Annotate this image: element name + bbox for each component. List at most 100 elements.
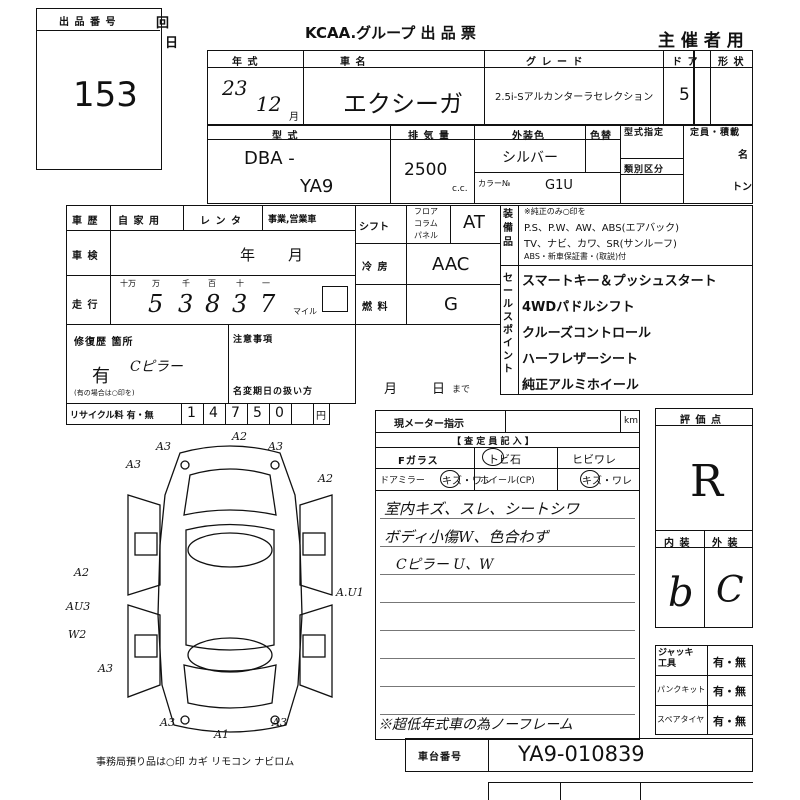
glass-divider bbox=[474, 447, 475, 490]
damage-mark-2: A2 bbox=[232, 430, 247, 443]
puncture-label: パンクキット bbox=[657, 685, 706, 694]
color-value: シルバー bbox=[502, 150, 558, 166]
mileage-digit-1: 5 bbox=[148, 290, 164, 318]
month-unit: 月 bbox=[289, 112, 299, 123]
recycle-div4 bbox=[269, 403, 270, 425]
repair-label: 修復歴 箇所 bbox=[74, 337, 134, 348]
color-type-divider bbox=[620, 124, 621, 204]
remark-line-6 bbox=[380, 658, 635, 659]
model-prefix: DBA - bbox=[244, 148, 295, 169]
lot-number: 153 bbox=[73, 75, 138, 115]
kit-box bbox=[655, 645, 753, 735]
recycle-label: リサイクル料 有・無 bbox=[70, 411, 154, 421]
recycle-div3 bbox=[247, 403, 248, 425]
history-opt-private: 自 家 用 bbox=[118, 216, 160, 227]
equipment-side-label: 装 備 品 bbox=[503, 209, 513, 248]
shift-line bbox=[355, 243, 501, 244]
meter-divider bbox=[505, 410, 506, 432]
model-label: 型 式 bbox=[272, 131, 299, 142]
inspection-line bbox=[66, 275, 356, 276]
name-label: 車 名 bbox=[340, 57, 367, 68]
history-opt-divider2 bbox=[262, 205, 263, 230]
ac-label: 冷 房 bbox=[362, 262, 389, 273]
jack-opts: 有・無 bbox=[713, 656, 746, 669]
cc-value: 2500 bbox=[404, 160, 448, 180]
spare-label: スペアタイヤ bbox=[657, 715, 705, 724]
shift-label: シフト bbox=[359, 222, 389, 233]
jack-label: ジャッキ工具 bbox=[658, 648, 694, 669]
wheel-opts: キズ・ワレ bbox=[582, 476, 632, 487]
grade-sub-divider bbox=[704, 530, 705, 628]
repair-value: 有 bbox=[92, 366, 110, 387]
equipment-line2: P.S、P.W、AW、ABS(エアバック) bbox=[524, 223, 679, 234]
fuel-value: G bbox=[444, 294, 458, 315]
exterior-label: 外 装 bbox=[712, 538, 739, 549]
puncture-opts: 有・無 bbox=[713, 685, 746, 698]
day-mark: 日 bbox=[165, 36, 179, 51]
history-opt-divider1 bbox=[183, 205, 184, 230]
damage-mark-1: A3 bbox=[156, 440, 171, 453]
expiry-month: 月 bbox=[384, 382, 398, 397]
mileage-unit-1k: 千 bbox=[182, 279, 190, 288]
round-mark: 回 bbox=[156, 16, 170, 31]
mirror-line bbox=[375, 490, 640, 491]
shape-label: 形 状 bbox=[718, 57, 745, 68]
inspection-month: 月 bbox=[288, 246, 304, 264]
year-col bbox=[208, 51, 304, 125]
meter-unit-divider bbox=[620, 410, 621, 432]
year-value: 23 bbox=[222, 76, 248, 100]
inspection-label: 車 検 bbox=[72, 251, 99, 262]
damage-mark-11: A3 bbox=[160, 716, 175, 729]
cc-color-divider bbox=[474, 124, 475, 204]
damage-mark-6: A2 bbox=[74, 566, 89, 579]
inspection-year: 年 bbox=[240, 246, 256, 264]
chassis-label: 車台番号 bbox=[418, 752, 462, 763]
section-line bbox=[375, 447, 640, 448]
damage-mark-7: AU3 bbox=[66, 600, 91, 613]
glass-chip-circle bbox=[482, 448, 504, 466]
shift-opt-column: コラム bbox=[414, 219, 438, 228]
mid-label-divider bbox=[406, 205, 407, 325]
kit-line-2 bbox=[655, 705, 753, 706]
history-line bbox=[66, 230, 356, 231]
grade-title: 評 価 点 bbox=[680, 415, 722, 426]
notes-label: 注意事項 bbox=[233, 335, 274, 345]
sales-point-5: 純正アルミホイール bbox=[522, 378, 639, 393]
sales-side-label: セールスポイント bbox=[503, 273, 513, 375]
remark-line-7 bbox=[380, 686, 635, 687]
bottom-divider-1 bbox=[488, 782, 489, 800]
doors-label: ド ア bbox=[672, 57, 699, 68]
history-opt-rental: レ ン タ bbox=[200, 216, 242, 227]
mileage-unit-10: 十 bbox=[236, 279, 244, 288]
inspector-block bbox=[375, 410, 640, 740]
recycle-div5 bbox=[291, 403, 292, 425]
chassis-box bbox=[405, 738, 753, 772]
remark-line-8 bbox=[380, 714, 635, 715]
grade-value: 2.5i-Sアルカンターラセレクション bbox=[495, 92, 654, 103]
recycle-div2 bbox=[225, 403, 226, 425]
lot-label: 出 品 番 号 bbox=[59, 17, 117, 28]
doors-value: 5 bbox=[679, 85, 690, 105]
color-change-divider bbox=[585, 124, 586, 172]
damage-mark-10: A.U1 bbox=[336, 586, 364, 599]
month-value: 12 bbox=[256, 92, 282, 116]
mileage-unit-100k: 十万 bbox=[120, 279, 136, 288]
equipment-line1: ※純正のみ○印を bbox=[524, 207, 586, 216]
car-damage-diagram bbox=[127, 445, 333, 733]
chassis-divider bbox=[488, 738, 489, 772]
mileage-label: 走 行 bbox=[72, 300, 99, 311]
recycle-digit-4: 5 bbox=[253, 405, 262, 421]
recycle-div0 bbox=[181, 403, 182, 425]
damage-mark-12: A1 bbox=[214, 728, 229, 741]
damage-mark-5: A2 bbox=[318, 472, 333, 485]
vehicle-row1 bbox=[207, 50, 753, 126]
kit-line-1 bbox=[655, 675, 753, 676]
sales-point-4: ハーフレザーシート bbox=[522, 352, 638, 367]
form-title: KCAA.グループ 出 品 票 bbox=[305, 24, 476, 42]
mileage-mile-label: マイル bbox=[293, 307, 317, 316]
grade-label: グ レ ー ド bbox=[526, 57, 584, 68]
remark-line-1 bbox=[380, 518, 635, 519]
classif-line bbox=[620, 174, 683, 175]
organizer-label: 主 催 者 用 bbox=[658, 31, 744, 51]
car-outline bbox=[127, 445, 333, 733]
